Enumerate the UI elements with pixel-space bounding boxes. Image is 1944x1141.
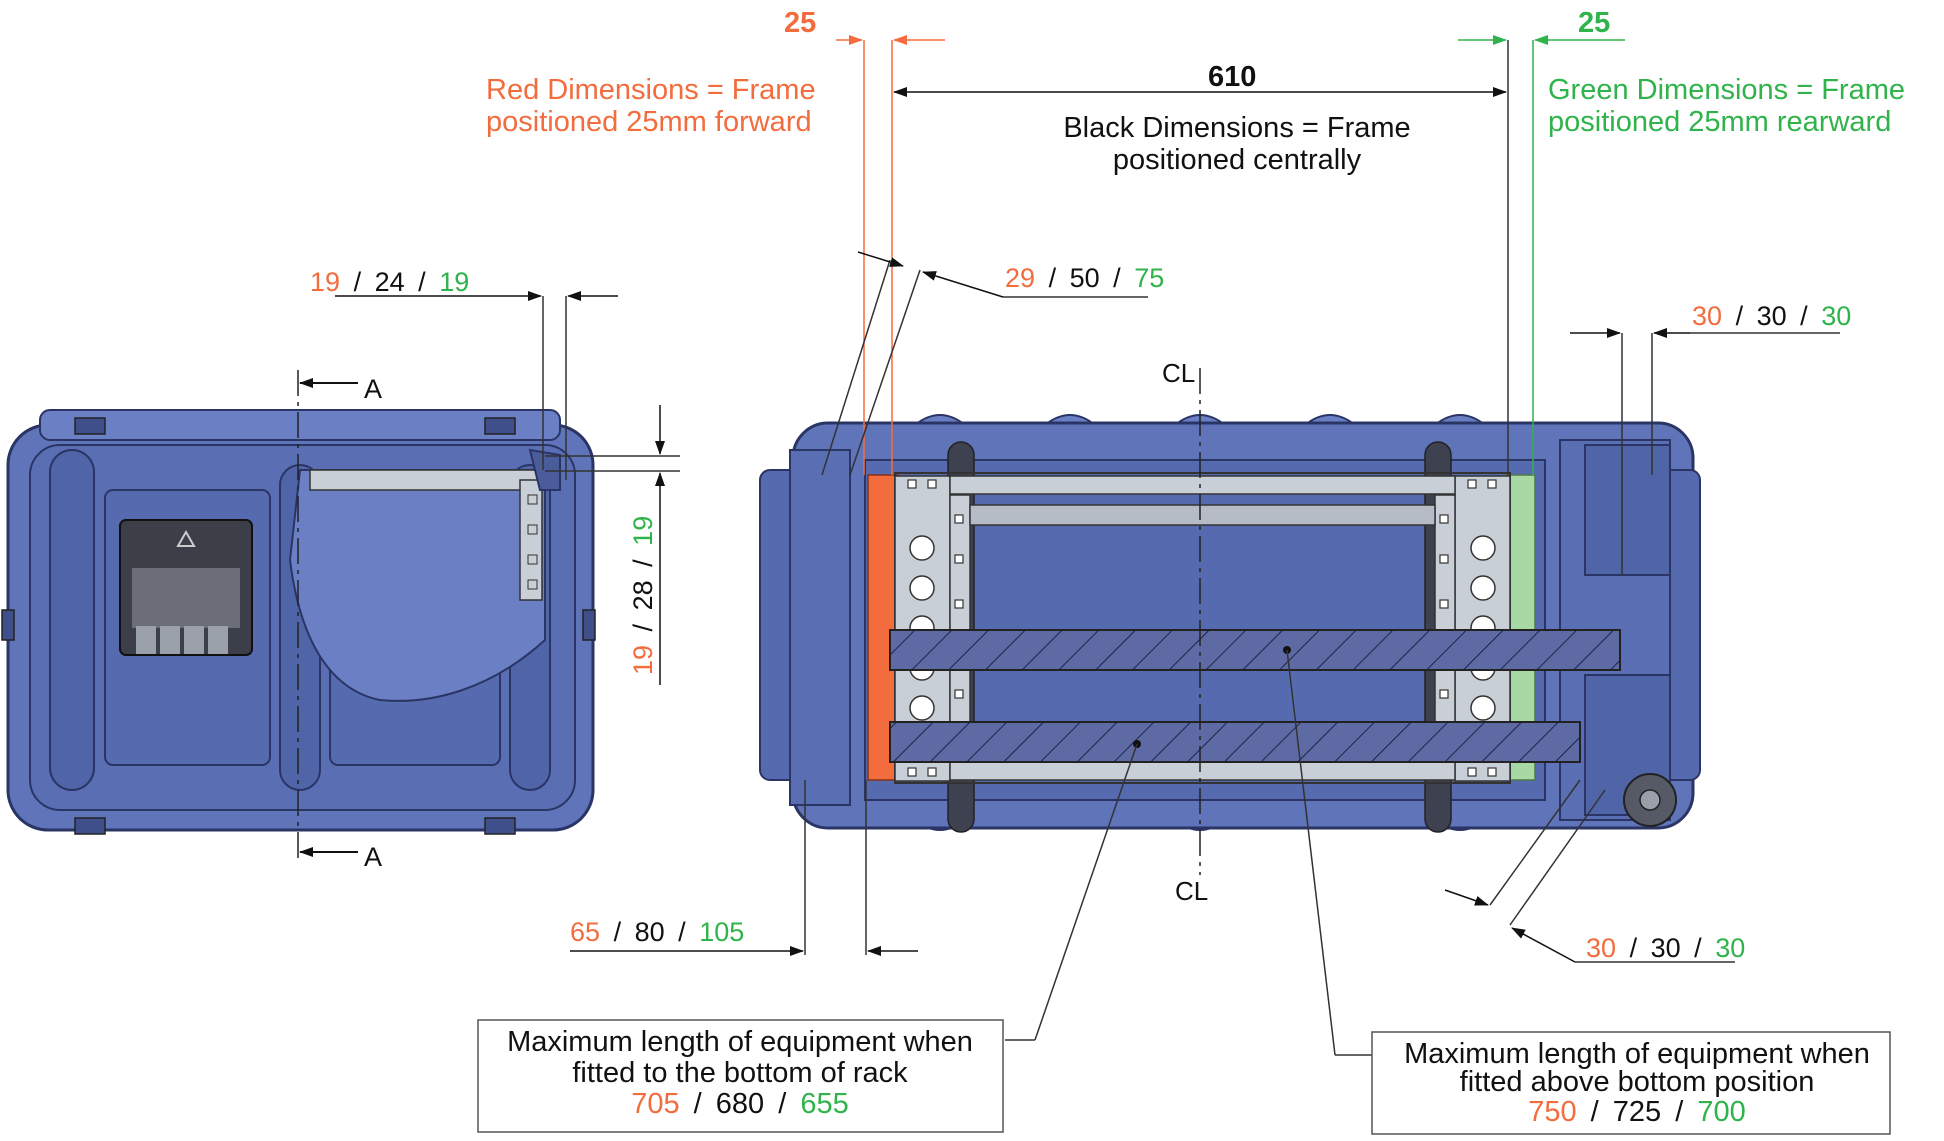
centerline-bottom-label: CL [1175,876,1208,906]
callout-box-bottom [477,1019,1004,1133]
legend-green-line1: Green Dimensions = Frame [1548,74,1905,106]
dim-30-top-black: 30 [1757,301,1787,331]
dim-19-black: 24 [375,267,405,297]
dim-19-sep2: / [418,267,426,297]
offset-green-label: 25 [1578,7,1610,39]
dim-19-sep1: / [354,267,362,297]
box-bottom-line2: fitted to the bottom of rack [572,1057,908,1089]
section-label-top: A [364,374,382,404]
dim-30-top-sep1: / [1736,301,1744,331]
box-above-values: 750 / 725 / 700 [1528,1096,1746,1128]
dim-30-top-red: 30 [1692,301,1722,331]
case-end-view [1,370,596,860]
dim-30-bottom-sep1: / [1630,933,1638,963]
box-bottom-line1: Maximum length of equipment when [507,1026,973,1058]
dim-30-top-sep2: / [1800,301,1808,331]
dim-29-sep1: / [1049,263,1057,293]
legend-black-line2: positioned centrally [1113,144,1362,176]
dim-30-top-label: 30 / 30 / 30 [1692,301,1851,331]
dim-vertical-sep2: / [628,559,658,567]
dim-65-red: 65 [570,917,600,947]
box-above-line2: fitted above bottom position [1460,1066,1815,1098]
dim-29-sep2: / [1113,263,1121,293]
dim-19-red: 19 [310,267,340,297]
box-bottom-sep1: / [694,1088,703,1120]
dim-19-lines [335,291,618,480]
box-above-black: 725 [1613,1096,1661,1128]
dim-19-green: 19 [439,267,469,297]
box-above-green: 700 [1697,1096,1745,1128]
dim-65-green: 105 [699,917,744,947]
dim-30-top-lines [1570,328,1840,575]
dim-30-top-green: 30 [1821,301,1851,331]
dim-65-sep1: / [614,917,622,947]
box-bottom-red: 705 [631,1088,679,1120]
dim-vertical-label: 19 / 28 / 19 [628,516,658,675]
dim-29-green: 75 [1134,263,1164,293]
dim-29-label: 29 / 50 / 75 [1005,263,1164,293]
legend-red-line2: positioned 25mm forward [486,106,812,138]
dim-vertical-red: 19 [628,645,658,675]
dim-29-black: 50 [1070,263,1100,293]
dim-vertical-green: 19 [628,516,658,546]
box-above-sep2: / [1675,1096,1684,1128]
box-bottom-green: 655 [800,1088,848,1120]
dim-vertical-lines [545,405,680,685]
dim-65-sep2: / [678,917,686,947]
offset-red-label: 25 [784,7,816,39]
width-610-label: 610 [1208,61,1256,93]
box-above-red: 750 [1528,1096,1576,1128]
dim-65-black: 80 [635,917,665,947]
dim-30-bottom-lines [1444,779,1735,963]
box-above-line1: Maximum length of equipment when [1404,1038,1870,1070]
dim-30-bottom-red: 30 [1586,933,1616,963]
legend-green-line2: positioned 25mm rearward [1548,106,1891,138]
box-bottom-black: 680 [716,1088,764,1120]
dim-vertical-sep1: / [628,623,658,631]
dim-30-bottom-green: 30 [1715,933,1745,963]
dim-29-lines [821,251,1148,476]
box-above-sep1: / [1591,1096,1600,1128]
dim-30-bottom-sep2: / [1694,933,1702,963]
legend-red-line1: Red Dimensions = Frame [486,74,816,106]
centerline-top-label: CL [1162,358,1195,388]
callout-box-above [1371,1031,1891,1135]
callout-leaders [1005,649,1372,1056]
box-bottom-values: 705 / 680 / 655 [631,1088,849,1120]
dim-19-label: 19 / 24 / 19 [310,267,469,297]
dim-vertical-black: 28 [628,580,658,610]
section-label-bottom: A [364,842,382,872]
dim-29-red: 29 [1005,263,1035,293]
top-reference-lines [836,35,1625,475]
dim-30-bottom-label: 30 / 30 / 30 [1586,933,1745,963]
dim-65-lines [570,780,918,956]
dim-65-label: 65 / 80 / 105 [570,917,744,947]
legend-black-line1: Black Dimensions = Frame [1063,112,1410,144]
case-side-view [759,368,1701,875]
dim-30-bottom-black: 30 [1651,933,1681,963]
box-bottom-sep2: / [778,1088,787,1120]
